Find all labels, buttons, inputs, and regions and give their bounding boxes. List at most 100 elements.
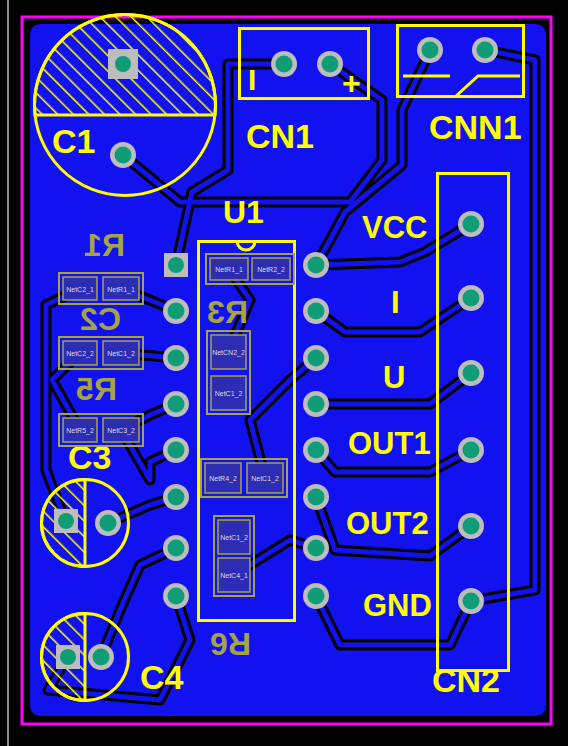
pad-net-name: NetC1_2	[215, 390, 243, 397]
smd-pad	[210, 258, 248, 280]
pad-hole	[463, 365, 480, 382]
pad-net-name: NetCN2_2	[212, 349, 245, 356]
capacitor-c4: C4	[40, 612, 130, 702]
copper-trace	[316, 50, 430, 265]
bottom-designator: C2	[80, 303, 121, 335]
pad-hole	[308, 588, 325, 605]
through-hole-pad	[458, 437, 484, 463]
pad-net-name: NetR2_2	[257, 266, 285, 273]
pad-net-name: NetR4_2	[209, 475, 237, 482]
copper-trace	[316, 497, 471, 556]
through-hole-pad	[472, 37, 498, 63]
part-designator: CN1	[246, 119, 314, 153]
pad-hole	[477, 42, 494, 59]
smd-pad	[103, 277, 139, 300]
pad-hole	[115, 147, 132, 164]
through-hole-pad	[303, 484, 329, 510]
smd-pad	[218, 558, 250, 592]
trace-clearance	[52, 353, 80, 430]
pad-hole	[168, 588, 185, 605]
pad-hole	[168, 257, 184, 273]
pad-hole	[322, 56, 339, 73]
through-hole-pad	[458, 360, 484, 386]
trace-clearance	[101, 548, 176, 657]
pad-net-name: NetC2_1	[66, 285, 94, 292]
square-pad	[164, 253, 188, 277]
capacitor-c1: C1	[33, 13, 217, 197]
capacitor-circle	[42, 480, 129, 567]
through-hole-pad	[458, 513, 484, 539]
smd-pad	[63, 418, 97, 442]
footprint-outline	[201, 459, 287, 497]
part-designator: CNN1	[429, 110, 522, 144]
pad-hole	[463, 593, 480, 610]
traces	[46, 50, 535, 700]
part-designator: C3	[68, 440, 111, 474]
through-hole-pad	[163, 437, 189, 463]
pad-net-name: NetC2_2	[66, 350, 94, 357]
through-hole-pad	[458, 588, 484, 614]
pad-hole	[308, 303, 325, 320]
smd-pad	[63, 341, 97, 365]
through-hole-pad	[163, 391, 189, 417]
smd-pad	[211, 376, 246, 410]
capacitor-circle	[42, 614, 129, 701]
copper-trace	[52, 353, 80, 430]
smd-pad	[247, 463, 283, 493]
signal-name: GND	[363, 590, 432, 621]
pad-hole	[100, 515, 117, 532]
bottom-designator: R5	[76, 373, 117, 405]
footprint-outline	[207, 331, 250, 414]
signal-name: I	[391, 287, 400, 318]
edge-line	[7, 0, 9, 746]
footprint-outline	[206, 254, 294, 284]
pad-hole	[463, 442, 480, 459]
trace-clearance	[108, 497, 176, 523]
smd-pad	[103, 418, 139, 442]
pad-hole	[168, 540, 185, 557]
smd-pad	[205, 463, 241, 493]
through-hole-pad	[458, 211, 484, 237]
footprint-outline	[214, 516, 254, 596]
pad-hole	[463, 518, 480, 535]
part-designator: U1	[223, 196, 264, 228]
pad-hole	[168, 489, 185, 506]
pad-hole	[463, 290, 480, 307]
footprint-outline	[59, 337, 143, 369]
through-hole-pad	[303, 583, 329, 609]
trace-clearance	[250, 358, 316, 478]
signal-name: U	[383, 362, 405, 393]
pad-hole	[308, 350, 325, 367]
through-hole-pad	[303, 535, 329, 561]
through-hole-pad	[271, 51, 297, 77]
polarity-mark: I	[248, 65, 256, 95]
through-hole-pad	[163, 583, 189, 609]
part-designator: C1	[52, 124, 95, 158]
through-hole-pad	[458, 285, 484, 311]
copper-trace	[234, 540, 316, 575]
through-hole-pad	[417, 37, 443, 63]
signal-name: OUT2	[346, 508, 429, 539]
trace-clearance	[234, 540, 316, 575]
copper-trace	[101, 548, 176, 657]
trace-clearance	[121, 289, 176, 311]
through-hole-pad	[303, 252, 329, 278]
pad-net-name: NetC3_2	[107, 427, 135, 434]
pad-net-name: NetR5_2	[66, 427, 94, 434]
capacitor-circle	[35, 15, 216, 196]
part-designator: CN2	[432, 663, 500, 697]
pad-net-name: NetR1_1	[107, 285, 135, 292]
pad-hole	[168, 442, 185, 459]
polarity-hatch	[42, 480, 86, 567]
through-hole-pad	[163, 484, 189, 510]
through-hole-pad	[163, 535, 189, 561]
pad-hole	[308, 489, 325, 506]
pad-hole	[276, 56, 293, 73]
switch-symbol	[403, 76, 520, 97]
pad-net-name: NetC1_2	[107, 350, 135, 357]
pad-net-name: NetR1_1	[215, 266, 243, 273]
bottom-designator: R3	[207, 296, 248, 328]
pad-net-name: NetC1_2	[220, 534, 248, 541]
